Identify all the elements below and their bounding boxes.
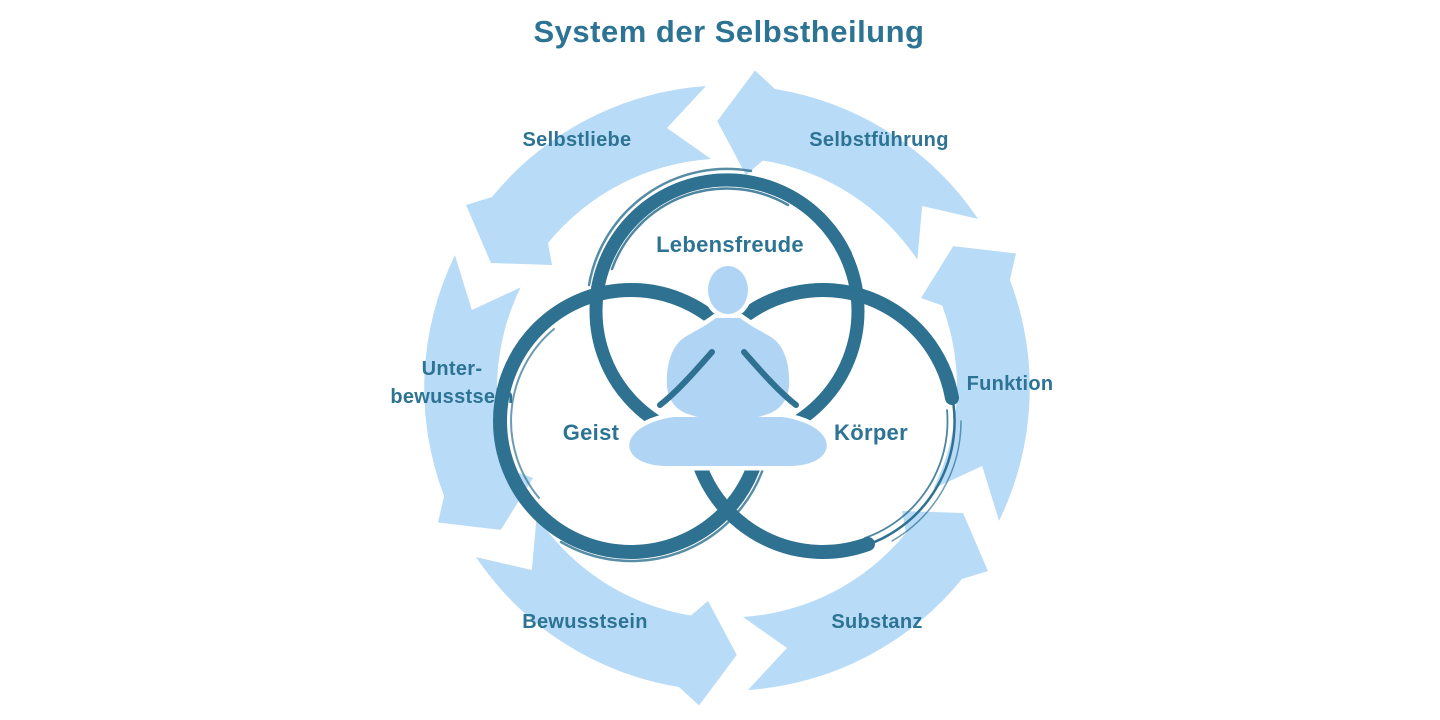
brush-stroke-accent bbox=[587, 167, 753, 287]
cycle-label-unterbewusstsein-line2: bewusstsein bbox=[390, 386, 513, 408]
figure-head bbox=[708, 266, 748, 314]
brush-stroke-accent bbox=[855, 385, 956, 550]
cycle-arrow-segment bbox=[703, 10, 981, 313]
cycle-label-unterbewusstsein-line1: Unter- bbox=[422, 358, 483, 380]
brush-stroke-accent bbox=[891, 420, 962, 542]
brush-stroke-accent bbox=[610, 187, 790, 271]
brush-stroke-accent bbox=[864, 409, 949, 539]
brush-stroke-accent bbox=[657, 349, 715, 408]
figure-crossed-legs bbox=[629, 417, 827, 466]
figure-torso-arms bbox=[666, 318, 790, 422]
brush-stroke-accent bbox=[591, 173, 852, 292]
circle-label-geist: Geist bbox=[563, 420, 620, 445]
brush-stroke-accent bbox=[510, 328, 555, 499]
diagram-labels: Selbstliebe Selbstführung Funktion Subst… bbox=[390, 129, 1053, 633]
cycle-label-substanz: Substanz bbox=[831, 611, 922, 633]
meditating-person-icon bbox=[629, 266, 827, 466]
page-title: System der Selbstheilung bbox=[534, 14, 925, 49]
cycle-label-selbstfuehrung: Selbstführung bbox=[809, 129, 948, 151]
circle-label-koerper: Körper bbox=[834, 420, 908, 445]
brush-stroke-accent bbox=[559, 467, 765, 563]
brush-stroke-accent bbox=[775, 283, 948, 366]
cycle-arrow-segment bbox=[466, 86, 711, 265]
brush-tail-strokes bbox=[657, 349, 799, 408]
cycle-label-bewusstsein: Bewusstsein bbox=[522, 611, 648, 633]
circle-label-lebensfreude: Lebensfreude bbox=[656, 232, 804, 257]
cycle-label-funktion: Funktion bbox=[967, 373, 1054, 395]
cycle-arrow-ring bbox=[334, 10, 1120, 720]
cycle-label-selbstliebe: Selbstliebe bbox=[523, 129, 632, 151]
brush-stroke-accent bbox=[741, 349, 799, 408]
